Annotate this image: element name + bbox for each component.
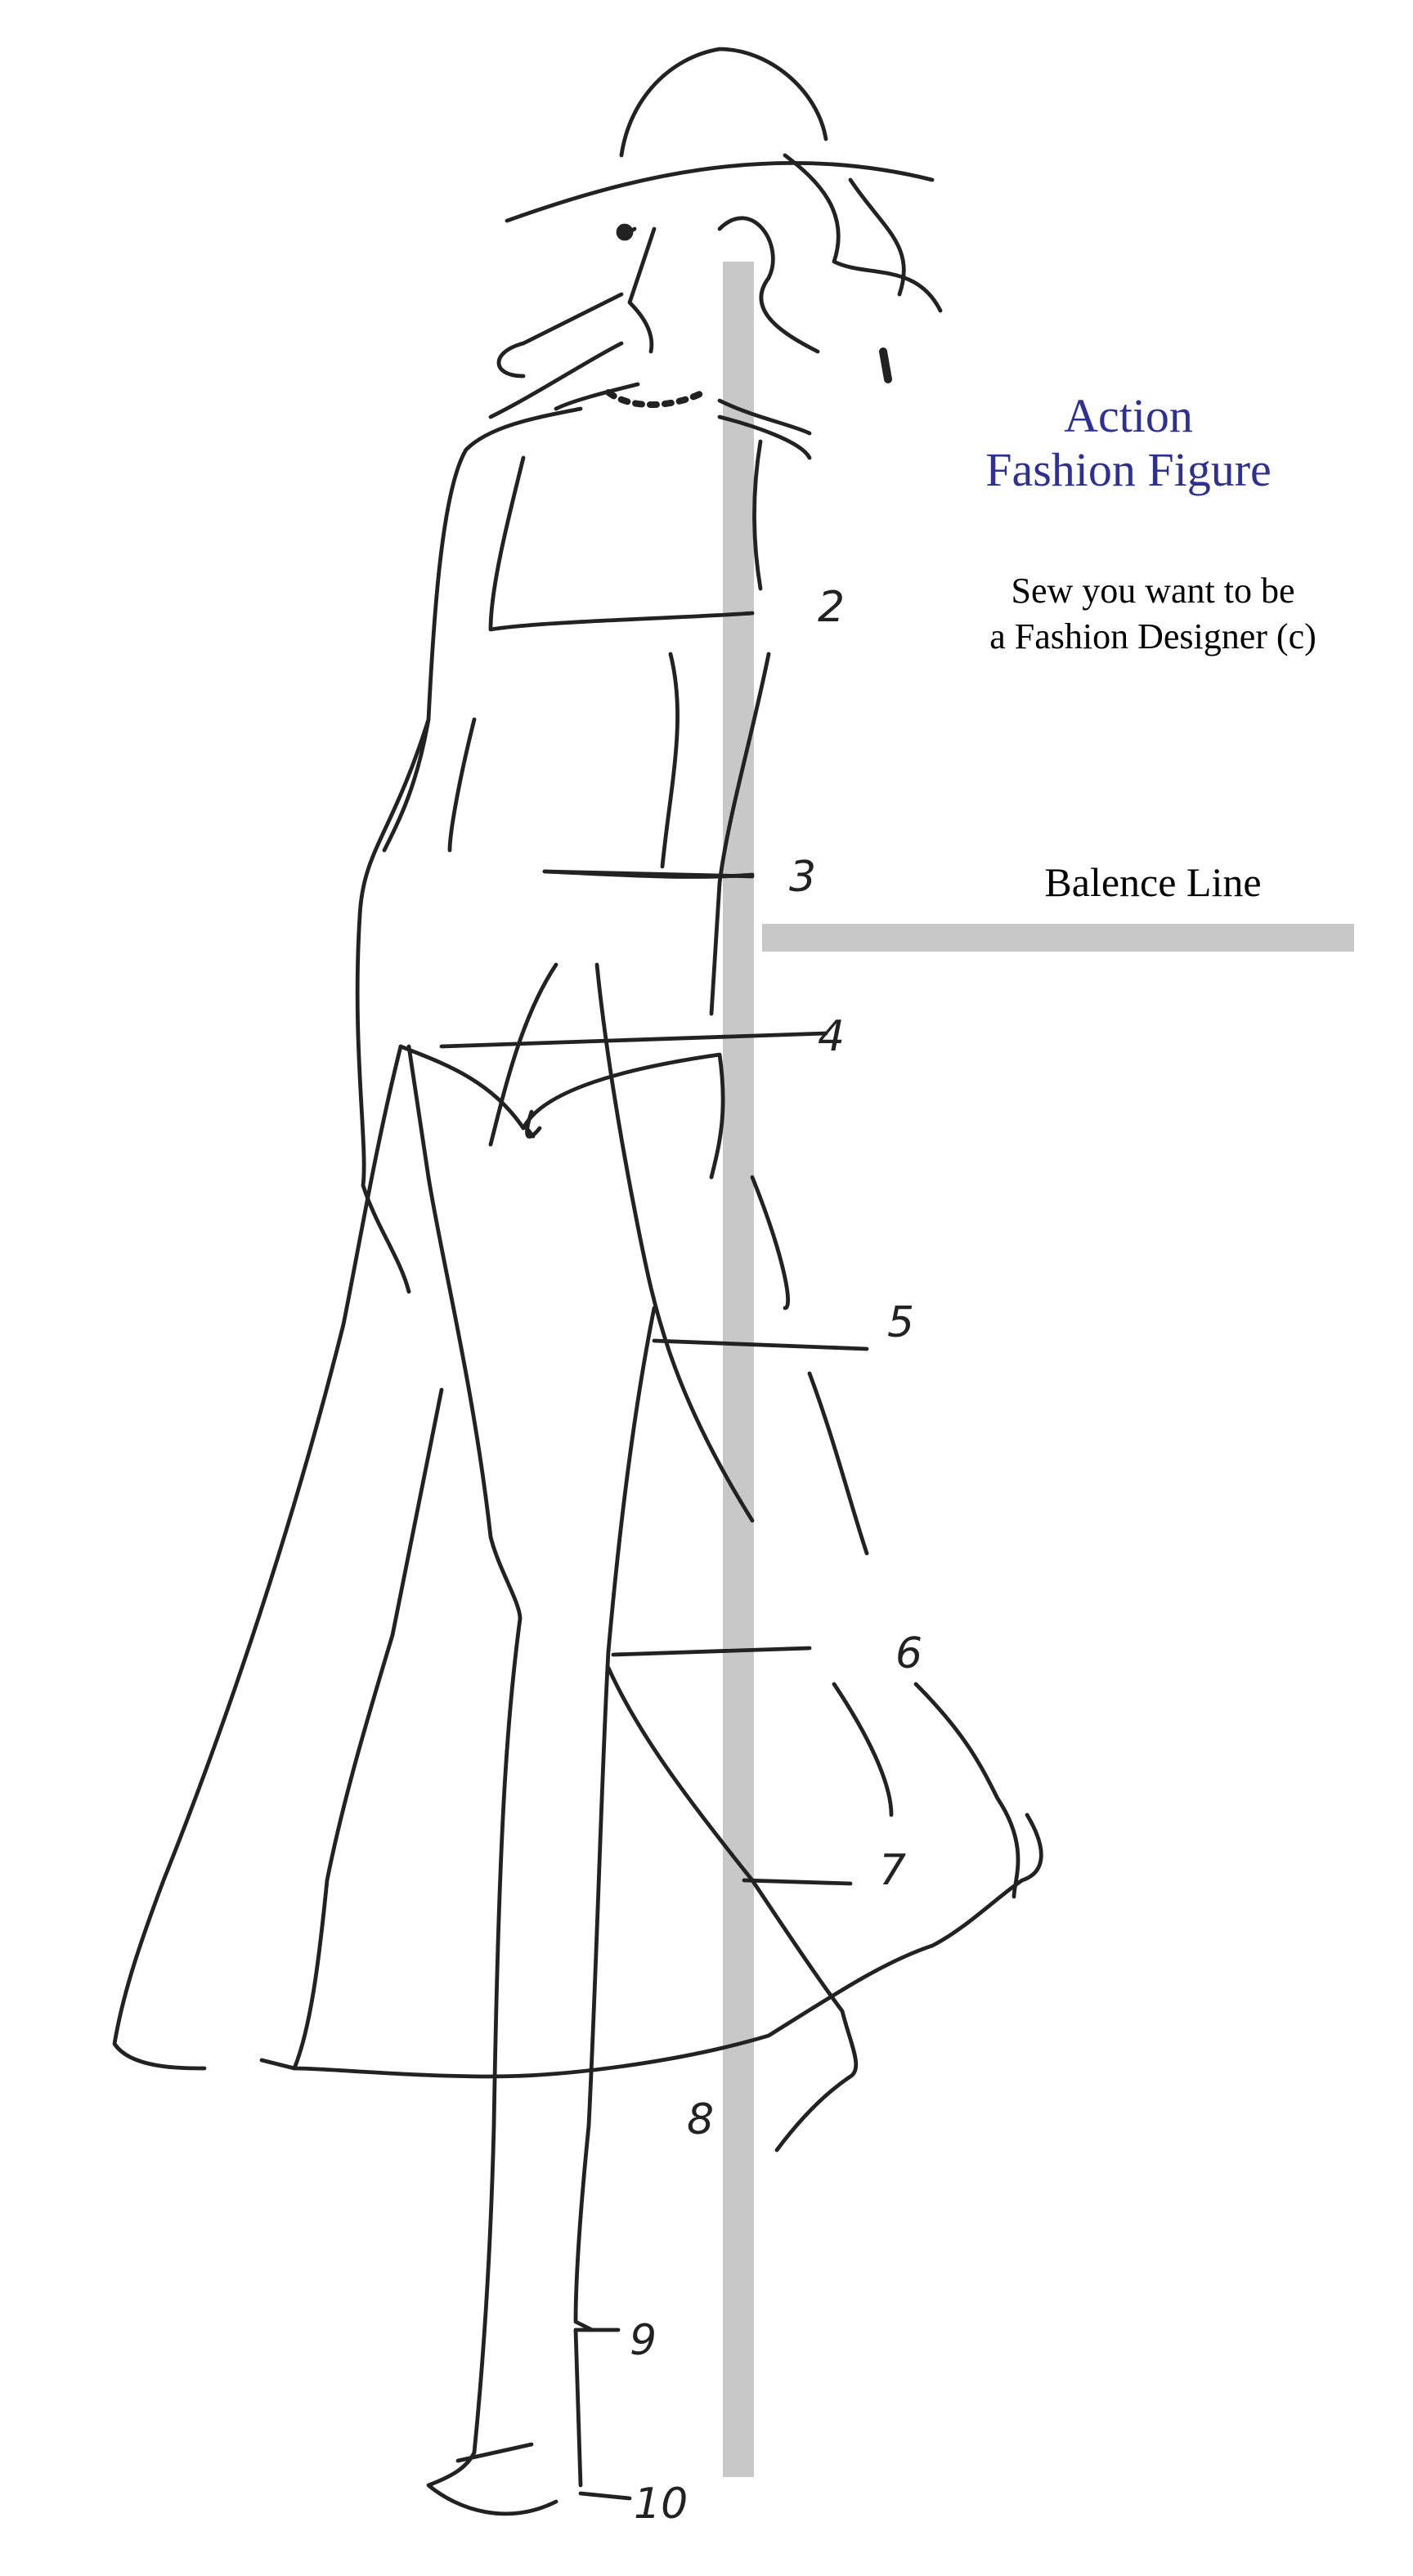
- marker-4: 4: [818, 1012, 845, 1061]
- subtitle-line-2: a Fashion Designer (c): [989, 616, 1317, 656]
- feet: [426, 2327, 583, 2516]
- hat: [505, 47, 935, 223]
- marker-10: 10: [634, 2480, 688, 2529]
- marker-6: 6: [895, 1629, 922, 1678]
- measure-lines: [439, 869, 869, 2501]
- bodysuit: [398, 962, 725, 1229]
- subtitle-line-1: Sew you want to be: [1011, 571, 1295, 611]
- marker-2: 2: [818, 583, 845, 632]
- left-arm: [355, 717, 431, 1294]
- face: [619, 226, 657, 354]
- marker-3: 3: [789, 853, 816, 902]
- hair: [488, 153, 943, 419]
- marker-7: 7: [879, 1846, 906, 1895]
- marker-9: 9: [630, 2316, 657, 2365]
- measurement-markers: 2 3 4 5 6 7 8 9 10: [630, 583, 922, 2529]
- marker-5: 5: [887, 1298, 914, 1347]
- balance-line-bar: [762, 924, 1354, 952]
- balance-line-label: Balence Line: [1044, 859, 1262, 905]
- title-line-1: Action: [1064, 389, 1193, 442]
- vertical-plumb-line: [723, 262, 754, 2477]
- torso: [382, 398, 812, 879]
- necklace: [605, 389, 706, 408]
- skirt: [112, 1044, 1043, 2079]
- right-arm: [709, 652, 771, 1016]
- title-line-2: Fashion Figure: [985, 443, 1272, 496]
- marker-8: 8: [687, 2095, 714, 2144]
- legs: [426, 1175, 859, 2455]
